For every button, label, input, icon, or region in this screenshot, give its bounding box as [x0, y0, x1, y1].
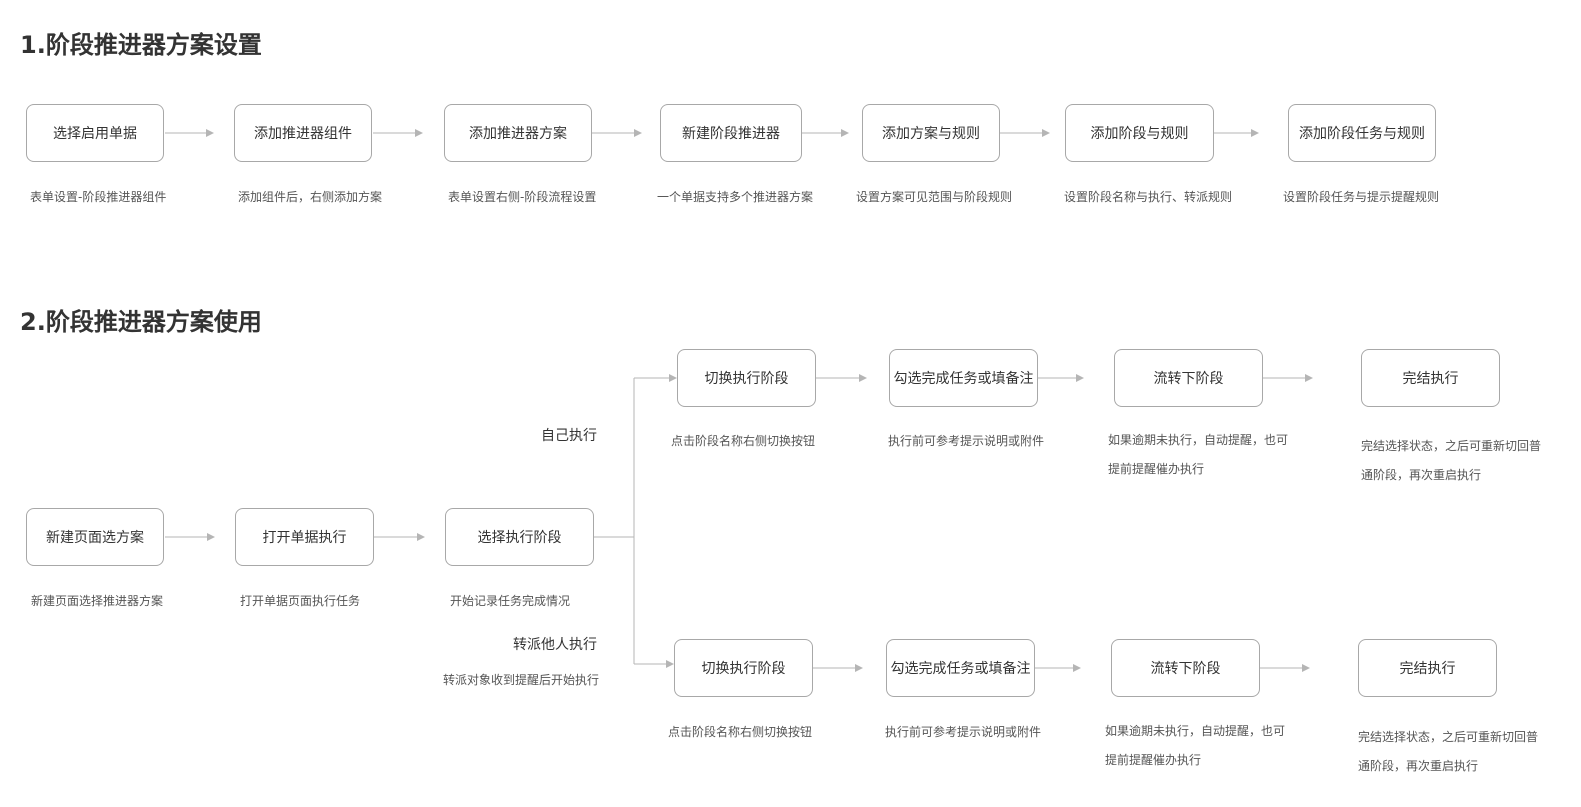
- s2-start-step-1-note: 新建页面选择推进器方案: [31, 594, 164, 608]
- transfer-step-3-box: 流转下阶段: [1111, 639, 1260, 697]
- s2-start-step-3-note: 开始记录任务完成情况: [450, 594, 571, 608]
- transfer-step-1-note: 点击阶段名称右侧切换按钮: [668, 725, 813, 739]
- s1-step-2-note: 添加组件后，右侧添加方案: [238, 190, 383, 204]
- section1-heading: 1.阶段推进器方案设置: [20, 31, 262, 59]
- s1-step-6-box: 添加阶段与规则: [1065, 104, 1214, 162]
- self-step-4-box: 完结执行: [1361, 349, 1500, 407]
- self-step-2-box: 勾选完成任务或填备注: [889, 349, 1038, 407]
- self-step-3-box: 流转下阶段: [1114, 349, 1263, 407]
- section2-heading: 2.阶段推进器方案使用: [20, 308, 262, 336]
- self-step-3-note: 如果逾期未执行，自动提醒，也可提前提醒催办执行: [1108, 433, 1289, 476]
- s1-step-5-box: 添加方案与规则: [862, 104, 1000, 162]
- transfer-step-1-box: 切换执行阶段: [674, 639, 813, 697]
- s1-step-1-note: 表单设置-阶段推进器组件: [30, 190, 167, 204]
- s1-step-2-box: 添加推进器组件: [234, 104, 372, 162]
- self-step-1-note: 点击阶段名称右侧切换按钮: [671, 434, 816, 448]
- transfer-step-4-note: 完结选择状态，之后可重新切回普通阶段，再次重启执行: [1358, 730, 1539, 773]
- self-step-2-note: 执行前可参考提示说明或附件: [888, 434, 1045, 448]
- transfer-step-2-box: 勾选完成任务或填备注: [886, 639, 1035, 697]
- s2-start-step-1-box: 新建页面选方案: [26, 508, 164, 566]
- s1-step-5-note: 设置方案可见范围与阶段规则: [856, 190, 1013, 204]
- transfer-step-3-note: 如果逾期未执行，自动提醒，也可提前提醒催办执行: [1105, 724, 1286, 767]
- s1-step-6-note: 设置阶段名称与执行、转派规则: [1064, 190, 1233, 204]
- s1-step-4-note: 一个单据支持多个推进器方案: [657, 190, 814, 204]
- transfer-step-2-note: 执行前可参考提示说明或附件: [885, 725, 1042, 739]
- s1-step-3-box: 添加推进器方案: [444, 104, 592, 162]
- branch-transfer-label: 转派他人执行: [513, 637, 597, 653]
- s1-step-1-box: 选择启用单据: [26, 104, 164, 162]
- s1-step-4-box: 新建阶段推进器: [660, 104, 802, 162]
- self-step-1-box: 切换执行阶段: [677, 349, 816, 407]
- s1-step-7-box: 添加阶段任务与规则: [1288, 104, 1436, 162]
- s2-start-step-3-box: 选择执行阶段: [445, 508, 594, 566]
- s2-start-step-2-note: 打开单据页面执行任务: [240, 594, 361, 608]
- s1-step-7-note: 设置阶段任务与提示提醒规则: [1283, 190, 1440, 204]
- transfer-step-4-box: 完结执行: [1358, 639, 1497, 697]
- self-step-4-note: 完结选择状态，之后可重新切回普通阶段，再次重启执行: [1361, 439, 1542, 482]
- s1-step-3-note: 表单设置右侧-阶段流程设置: [448, 190, 597, 204]
- branch-self-label: 自己执行: [541, 428, 597, 444]
- branch-transfer-sublabel: 转派对象收到提醒后开始执行: [443, 673, 600, 687]
- s2-start-step-2-box: 打开单据执行: [235, 508, 374, 566]
